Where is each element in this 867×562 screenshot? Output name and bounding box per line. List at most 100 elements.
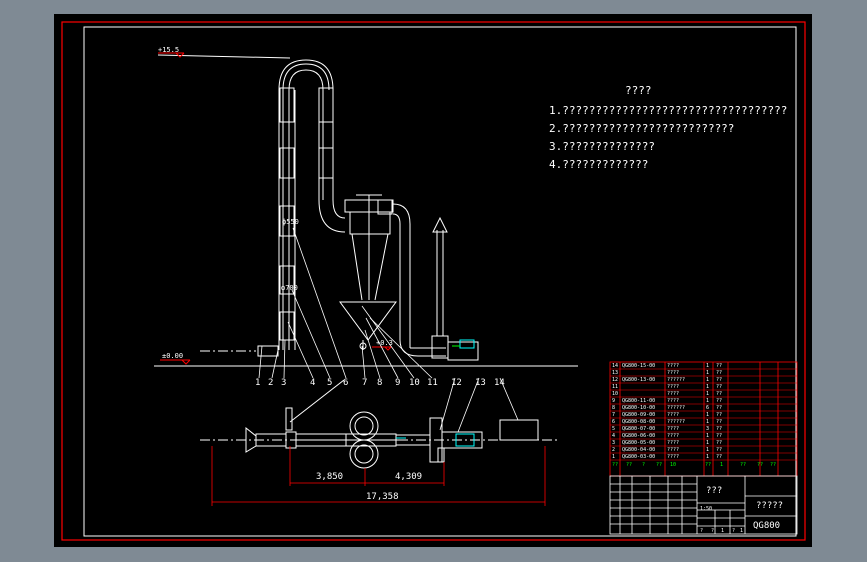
parts-cell-name: ???? <box>667 447 680 453</box>
part-label-7: 7 <box>362 378 368 388</box>
parts-cell-no: 6 <box>612 419 616 425</box>
parts-cell-qty: 1 <box>706 398 710 404</box>
note-line-4: 4.????????????? <box>549 158 649 171</box>
parts-cell-name: ?????? <box>667 405 686 411</box>
part-label-5: 5 <box>327 378 333 388</box>
duct-size-label-1: ф550 <box>282 218 299 226</box>
parts-cell-no: 1 <box>612 454 616 460</box>
parts-cell-name: ???? <box>667 391 680 397</box>
part-label-14: 14 <box>494 378 505 388</box>
parts-cell-code: QG800-10-00 <box>622 405 656 411</box>
parts-cell-name: ???? <box>667 370 680 376</box>
parts-cell-qty: 1 <box>706 384 710 390</box>
parts-cell-name: ???? <box>667 440 680 446</box>
part-label-3: 3 <box>281 378 287 388</box>
part-leaders <box>258 227 519 433</box>
part-label-9: 9 <box>395 378 401 388</box>
company-name: ????? <box>756 501 784 511</box>
parts-header-cell: ?? <box>626 462 633 468</box>
parts-header-cell: ?? <box>770 462 777 468</box>
vertical-duct <box>278 59 334 350</box>
parts-cell-mat: ?? <box>716 412 723 418</box>
parts-cell-qty: 3 <box>706 426 710 432</box>
elevation-top-marker <box>157 52 291 59</box>
drawing-sheet <box>54 14 812 547</box>
dimension-total: 17,358 <box>366 492 399 502</box>
parts-cell-no: 14 <box>612 363 619 369</box>
title-block <box>609 475 798 535</box>
inner-border <box>83 26 797 537</box>
parts-cell-mat: ?? <box>716 405 723 411</box>
down-duct <box>318 87 346 233</box>
part-label-2: 2 <box>268 378 274 388</box>
parts-cell-qty: 1 <box>706 433 710 439</box>
parts-cell-mat: ?? <box>716 398 723 404</box>
dimension-1: 3,850 <box>316 472 344 482</box>
parts-cell-no: 12 <box>612 377 619 383</box>
parts-cell-name: ???? <box>667 363 680 369</box>
parts-cell-name: ???? <box>667 384 680 390</box>
drawing-number: QG800 <box>753 521 781 531</box>
dimension-2: 4,309 <box>395 472 423 482</box>
parts-header-cell: 1 <box>720 462 724 468</box>
parts-cell-qty: 1 <box>706 377 710 383</box>
sheet-info-5: 1 <box>740 528 744 534</box>
parts-cell-name: ???? <box>667 398 680 404</box>
part-label-8: 8 <box>377 378 383 388</box>
part-label-12: 12 <box>451 378 462 388</box>
notes-title: ???? <box>625 84 652 97</box>
parts-header-cell: ?? <box>705 462 712 468</box>
parts-cell-name: ???? <box>667 454 680 460</box>
elevation-ground-label: ±0.00 <box>162 352 184 360</box>
sheet-info-2: ? <box>711 528 715 534</box>
elevation-ground-marker <box>160 359 191 365</box>
parts-cell-no: 8 <box>612 405 616 411</box>
parts-cell-code: QG800-06-00 <box>622 433 656 439</box>
parts-cell-qty: 1 <box>706 447 710 453</box>
part-label-13: 13 <box>475 378 486 388</box>
parts-cell-mat: ?? <box>716 433 723 439</box>
technical-notes: ???? 1.?????????????????????????????????… <box>549 82 789 174</box>
fan-and-stack <box>431 216 479 361</box>
parts-cell-name: ???? <box>667 426 680 432</box>
parts-cell-mat: ?? <box>716 377 723 383</box>
parts-header-cell: ?? <box>757 462 764 468</box>
note-line-2: 2.?????????????????????????? <box>549 122 735 135</box>
sheet-info-4: ? <box>732 528 736 534</box>
parts-cell-mat: ?? <box>716 391 723 397</box>
cyclone-separator <box>339 194 446 357</box>
parts-cell-name: ???? <box>667 412 680 418</box>
parts-cell-qty: 1 <box>706 370 710 376</box>
parts-cell-code: QG800-05-00 <box>622 440 656 446</box>
parts-cell-qty: 1 <box>706 391 710 397</box>
parts-cell-qty: 1 <box>706 419 710 425</box>
part-label-11: 11 <box>427 378 438 388</box>
parts-cell-code: QG800-09-00 <box>622 412 656 418</box>
parts-header-cell: ?? <box>740 462 747 468</box>
parts-cell-mat: ?? <box>716 384 723 390</box>
part-label-4: 4 <box>310 378 316 388</box>
parts-cell-name: ?????? <box>667 419 686 425</box>
part-label-6: 6 <box>343 378 349 388</box>
drawing-title: ??? <box>706 486 723 496</box>
scale-value: 1:50 <box>700 506 713 512</box>
part-label-10: 10 <box>409 378 420 388</box>
parts-header-cell: ?? <box>612 462 619 468</box>
parts-cell-no: 2 <box>612 447 616 453</box>
parts-cell-mat: ?? <box>716 440 723 446</box>
parts-cell-mat: ?? <box>716 363 723 369</box>
parts-cell-no: 10 <box>612 391 619 397</box>
parts-cell-no: 5 <box>612 426 616 432</box>
note-line-3: 3.?????????????? <box>549 140 655 153</box>
parts-cell-qty: 1 <box>706 363 710 369</box>
parts-cell-code: QG800-03-00 <box>622 454 656 460</box>
parts-cell-mat: ?? <box>716 454 723 460</box>
elevation-top-label: +15.5 <box>158 46 180 54</box>
parts-cell-no: 7 <box>612 412 616 418</box>
parts-cell-code: QG800-15-00 <box>622 363 656 369</box>
parts-list-rows <box>610 368 797 461</box>
parts-cell-qty: 1 <box>706 454 710 460</box>
elevation-cyclone-label: +0.3 <box>376 339 393 347</box>
